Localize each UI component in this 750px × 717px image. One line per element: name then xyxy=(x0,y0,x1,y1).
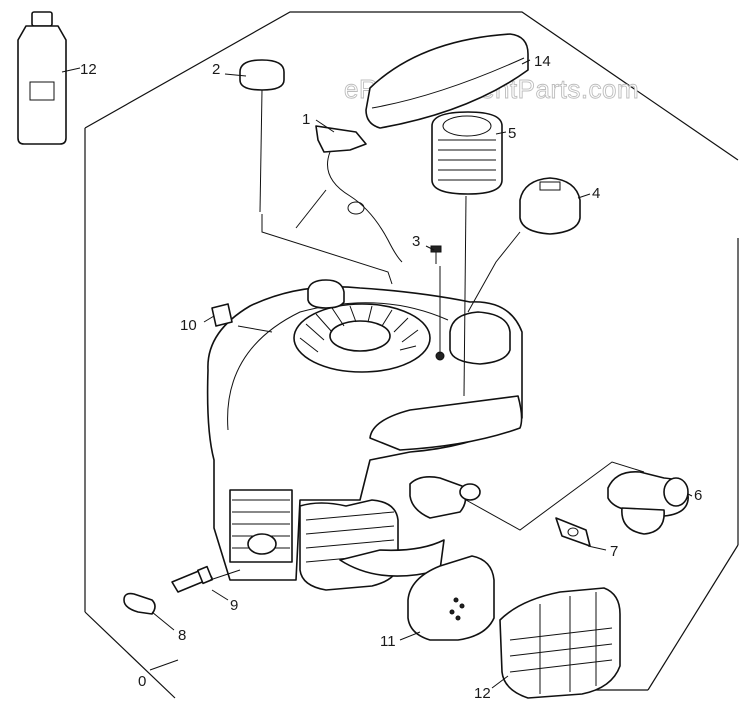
callout-7: 7 xyxy=(610,543,618,560)
heat-shield-part xyxy=(407,555,495,641)
callout-8: 8 xyxy=(178,627,186,644)
callout-3: 3 xyxy=(412,233,420,250)
callout-14: 14 xyxy=(534,53,551,70)
fuel-cap-part xyxy=(519,177,581,235)
air-filter-part xyxy=(431,111,503,195)
leader-lines xyxy=(61,59,693,689)
callout-10: 10 xyxy=(180,317,197,334)
callout-5: 5 xyxy=(508,125,516,142)
callout-11: 11 xyxy=(380,633,396,650)
callout-12: 12 xyxy=(474,685,491,702)
spark-plug-boot-part xyxy=(123,592,156,615)
callout-6: 6 xyxy=(694,487,702,504)
assembly-boundary xyxy=(84,11,739,699)
callout-4: 4 xyxy=(592,185,600,202)
spark-plug-part xyxy=(171,565,214,593)
dipstick-part xyxy=(239,59,285,213)
gasket-part xyxy=(555,517,591,547)
callout-0: 0 xyxy=(138,673,146,690)
engine-assembly xyxy=(206,279,523,591)
carburetor-part xyxy=(607,471,689,535)
air-cleaner-cover-part xyxy=(365,33,529,129)
throttle-control-part xyxy=(315,125,403,263)
muffler-part xyxy=(499,587,621,699)
callout-1: 1 xyxy=(302,111,310,128)
callout-9: 9 xyxy=(230,597,238,614)
callout-labels: 12 2 14 1 5 4 3 10 6 7 9 8 11 0 12 xyxy=(80,53,702,702)
plug-part xyxy=(211,303,233,327)
callout-2: 2 xyxy=(212,61,220,78)
callout-13: 12 xyxy=(80,61,97,78)
oil-bottle-part xyxy=(17,11,67,145)
